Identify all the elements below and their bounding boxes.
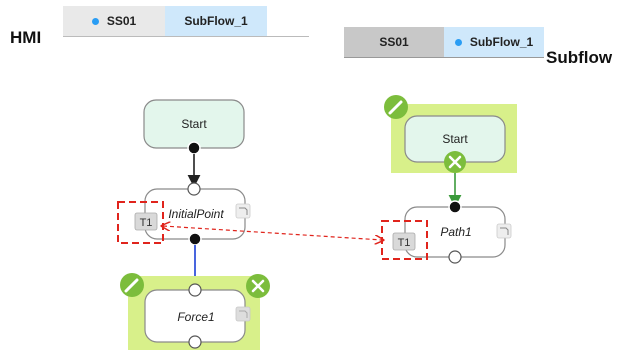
right-start-node[interactable]: Start [404,115,506,163]
right-start-label: Start [442,132,468,146]
left-start-label: Start [181,117,207,131]
left-force-label: Force1 [177,310,214,324]
left-t1-highlight-box [117,201,164,244]
left-initialpoint-output-port[interactable] [188,232,202,246]
node-link-icon[interactable] [496,223,512,239]
left-initialpoint-node[interactable]: InitialPoint [144,188,246,240]
left-force-node[interactable]: Force1 [144,289,246,343]
subflow-tab-subflow1-label: SubFlow_1 [469,35,534,49]
hmi-tab-subflow1[interactable]: SubFlow_1 [165,6,267,36]
right-start-close-icon[interactable] [444,151,466,173]
right-path-input-port[interactable] [448,200,462,214]
subflow-tab-ss01[interactable]: SS01 [344,27,444,57]
right-path-label: Path1 [440,225,471,239]
node-link-icon[interactable] [235,203,251,219]
left-initialpoint-t1-badge: T1 [134,212,158,231]
left-force-pencil-icon[interactable] [120,273,144,297]
hmi-tabbar-empty [267,6,309,36]
left-start-node[interactable]: Start [143,99,245,149]
node-link-icon[interactable] [235,306,251,322]
right-path-output-port[interactable] [448,250,462,264]
status-dot-icon [454,38,462,46]
hmi-tab-subflow1-label: SubFlow_1 [184,14,248,28]
hmi-tabbar: SS01 SubFlow_1 [63,6,309,37]
left-t1-badge-text: T1 [140,217,153,229]
subflow-tabbar: SS01 SubFlow_1 [344,27,544,58]
right-path-node[interactable]: Path1 [404,206,506,258]
left-force-close-icon[interactable] [246,274,270,298]
subflow-label: Subflow [546,48,613,67]
right-start-pencil-icon[interactable] [384,95,408,119]
right-t1-badge-text: T1 [398,237,411,249]
subflow-tab-ss01-label: SS01 [379,35,409,49]
left-initialpoint-label: InitialPoint [168,207,224,221]
left-initialpoint-input-port[interactable] [187,182,201,196]
hmi-tab-ss01[interactable]: SS01 [63,6,165,36]
right-path-t1-badge: T1 [392,232,416,251]
subflow-tab-subflow1[interactable]: SubFlow_1 [444,27,544,57]
hmi-tab-ss01-label: SS01 [106,14,137,28]
left-force-input-port[interactable] [188,283,202,297]
t1-correspondence-arrow [163,226,382,240]
hmi-label: HMI [10,28,42,47]
status-dot-icon [91,17,99,25]
left-force-output-port[interactable] [188,335,202,349]
left-start-output-port[interactable] [187,141,201,155]
